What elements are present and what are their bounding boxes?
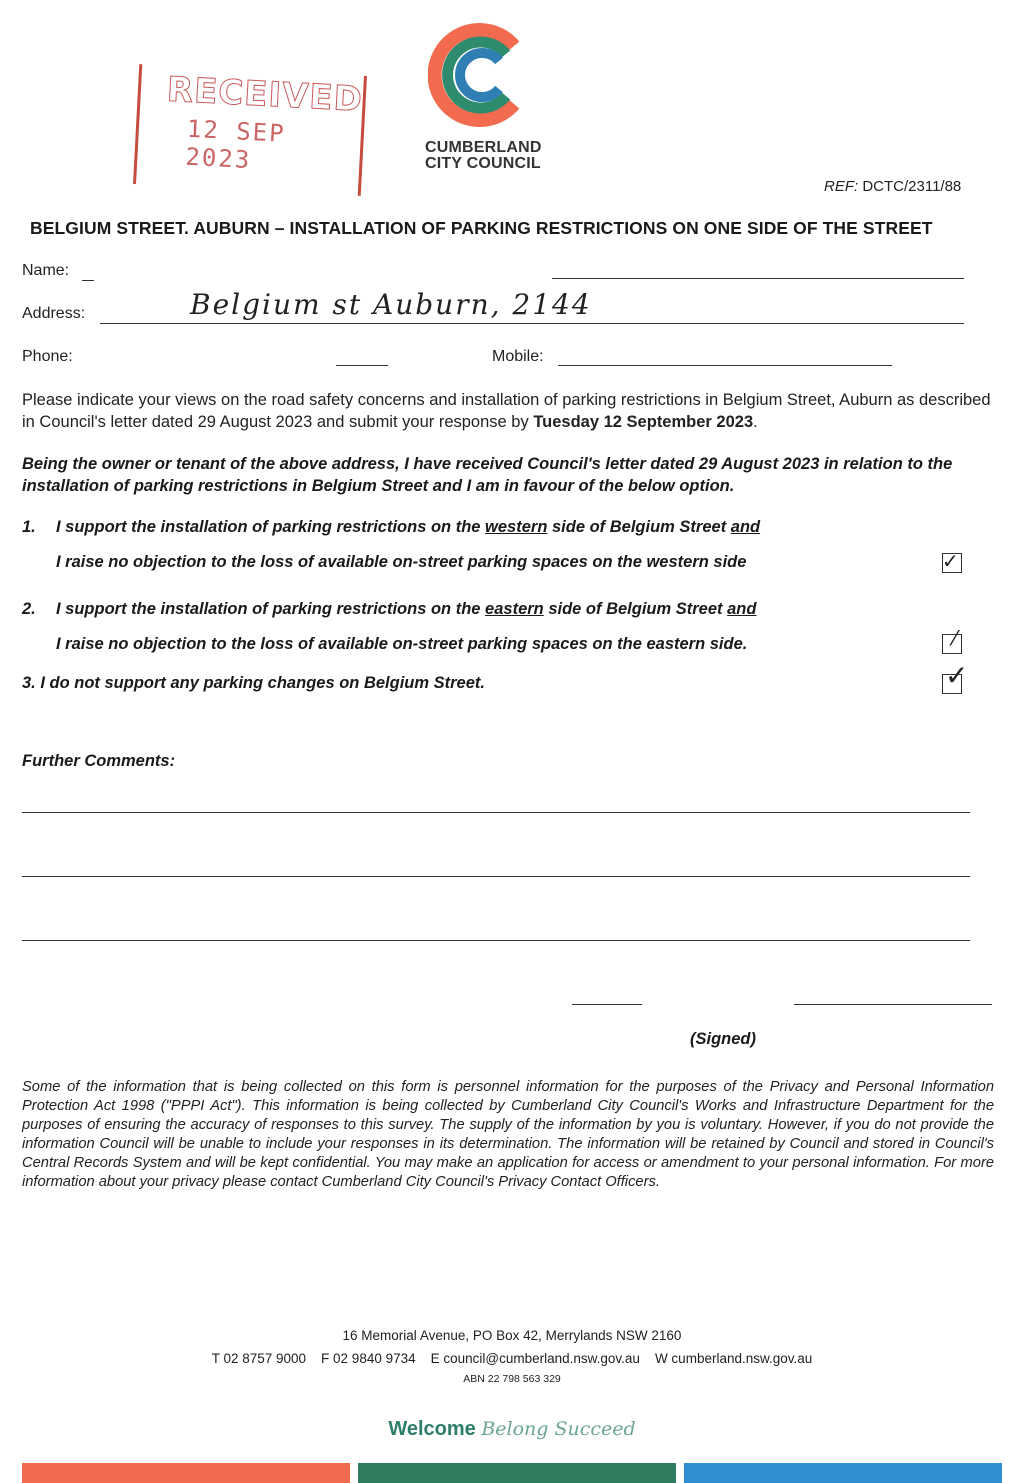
name-line-short	[82, 280, 94, 281]
ref-label: REF:	[824, 178, 859, 195]
option-2-line2: I raise no objection to the loss of avai…	[56, 635, 748, 653]
mobile-field[interactable]	[558, 365, 892, 366]
option-1-line1: I support the installation of parking re…	[56, 518, 760, 537]
option-1-number: 1.	[22, 518, 36, 536]
signature-line[interactable]	[794, 1004, 992, 1005]
check-mark-icon: ✓	[945, 659, 969, 692]
instructions: Please indicate your views on the road s…	[22, 389, 1002, 433]
instructions-text: Please indicate your views on the road s…	[22, 391, 991, 431]
footer-contacts: T 02 8757 9000 F 02 9840 9734 E council@…	[211, 1351, 813, 1366]
instructions-end: .	[753, 413, 758, 431]
privacy-notice: Some of the information that is being co…	[22, 1079, 994, 1190]
option-1-side: western	[485, 518, 548, 536]
name-label: Name:	[22, 262, 70, 279]
council-logo-icon	[428, 23, 520, 127]
tagline-welcome: Welcome	[388, 1418, 476, 1440]
option-2-number: 2.	[22, 600, 36, 618]
page-title: BELGIUM STREET. AUBURN – INSTALLATION OF…	[30, 218, 933, 238]
footer-abn: ABN 22 798 563 329	[463, 1373, 561, 1385]
option-1-checkbox[interactable]: ✓	[942, 549, 962, 573]
check-mark-icon: ⁄	[953, 626, 957, 650]
option-2-line1: I support the installation of parking re…	[56, 600, 756, 619]
council-name-line1: CUMBERLAND	[425, 139, 542, 156]
option-3-checkbox[interactable]: ✓	[942, 662, 968, 694]
mobile-label: Mobile:	[492, 348, 544, 365]
received-stamp: RECEIVED 12 SEP 2023	[133, 64, 367, 196]
instructions-deadline: Tuesday 12 September 2023	[533, 413, 754, 431]
declaration: Being the owner or tenant of the above a…	[22, 455, 953, 495]
phone-label: Phone:	[22, 348, 73, 365]
check-mark-icon: ✓	[942, 549, 959, 573]
comments-line-1[interactable]	[22, 812, 970, 813]
option-1-line2: I raise no objection to the loss of avai…	[56, 553, 747, 571]
option-2-side: eastern	[485, 600, 544, 618]
footer-bar-green	[358, 1463, 676, 1483]
comments-line-2[interactable]	[22, 876, 970, 877]
council-name: CUMBERLAND CITY COUNCIL	[425, 140, 542, 172]
address-label: Address:	[22, 305, 86, 322]
address-handwritten: Belgium st Auburn, 2144	[190, 288, 592, 321]
signature-line-short[interactable]	[572, 1004, 642, 1005]
option-1-and: and	[730, 518, 761, 536]
comments-label: Further Comments:	[22, 752, 176, 770]
option-2-text-a: I support the installation of parking re…	[56, 600, 486, 618]
option-2-checkbox[interactable]: ⁄	[942, 626, 962, 654]
council-name-line2: CITY COUNCIL	[425, 155, 541, 172]
footer-bar-blue	[684, 1463, 1002, 1483]
address-field[interactable]	[100, 323, 964, 324]
option-1-text-b: side of Belgium Street	[547, 518, 731, 536]
phone-field[interactable]	[336, 365, 388, 366]
ref-value: DCTC/2311/88	[862, 178, 962, 195]
option-2-text-b: side of Belgium Street	[543, 600, 728, 618]
stamp-title: RECEIVED	[165, 69, 364, 120]
option-1-text-a: I support the installation of parking re…	[56, 518, 486, 536]
footer-bar-orange	[22, 1463, 350, 1483]
name-field[interactable]	[552, 278, 964, 279]
tagline-belong-succeed: Belong Succeed	[481, 1418, 636, 1440]
stamp-date: 12 SEP 2023	[184, 114, 287, 175]
footer-address: 16 Memorial Avenue, PO Box 42, Merryland…	[342, 1328, 682, 1343]
comments-line-3[interactable]	[22, 940, 970, 941]
reference: REF: DCTC/2311/88	[824, 178, 961, 195]
signed-label: (Signed)	[690, 1030, 756, 1048]
option-3-line1: 3. I do not support any parking changes …	[22, 674, 485, 692]
tagline: Welcome Belong Succeed	[0, 1418, 1024, 1441]
option-2-and: and	[727, 600, 757, 618]
